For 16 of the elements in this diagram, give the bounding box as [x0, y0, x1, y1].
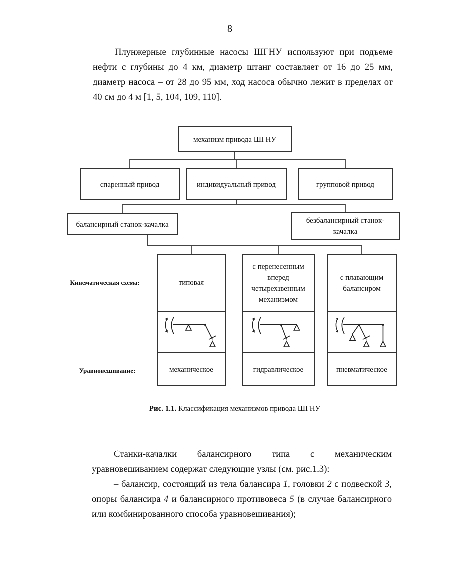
- classification-box: [67, 213, 178, 235]
- classification-column: [157, 254, 226, 386]
- classification-column: [242, 254, 315, 386]
- body-paragraph: – балансир, состоящий из тела балансира 1, головки 2 с подвеской 3, опоры балансира 4 и балансирного противовеса 5 (в случае балансирного или комбинированного способа уравновешивания);: [92, 479, 392, 522]
- classification-box: [298, 168, 393, 200]
- classification-box: [80, 168, 180, 200]
- body-paragraph: Плунжерные глубинные насосы ШГНУ используют при подъеме нефти с глубины до 4 км, диаметр штанг составляет от 16 до 25 мм, диаметр насоса – от 28 до 95 мм, ход насоса обычно лежит в пределах от 40 см до 4 м [1, 5, 104, 109, 110].: [93, 47, 393, 105]
- classification-column: [327, 254, 397, 386]
- connector-line: [148, 234, 362, 254]
- classification-box: [178, 126, 292, 152]
- connector-line: [234, 152, 346, 168]
- body-paragraph: Станки-качалки балансирного типа с механическим уравновешиванием содержат следующие узлы (см. рис.1.3):: [92, 449, 392, 477]
- classification-box: [186, 168, 287, 200]
- page-number: 8: [226, 24, 234, 35]
- classification-box: [291, 212, 400, 240]
- connector-line: [236, 200, 346, 212]
